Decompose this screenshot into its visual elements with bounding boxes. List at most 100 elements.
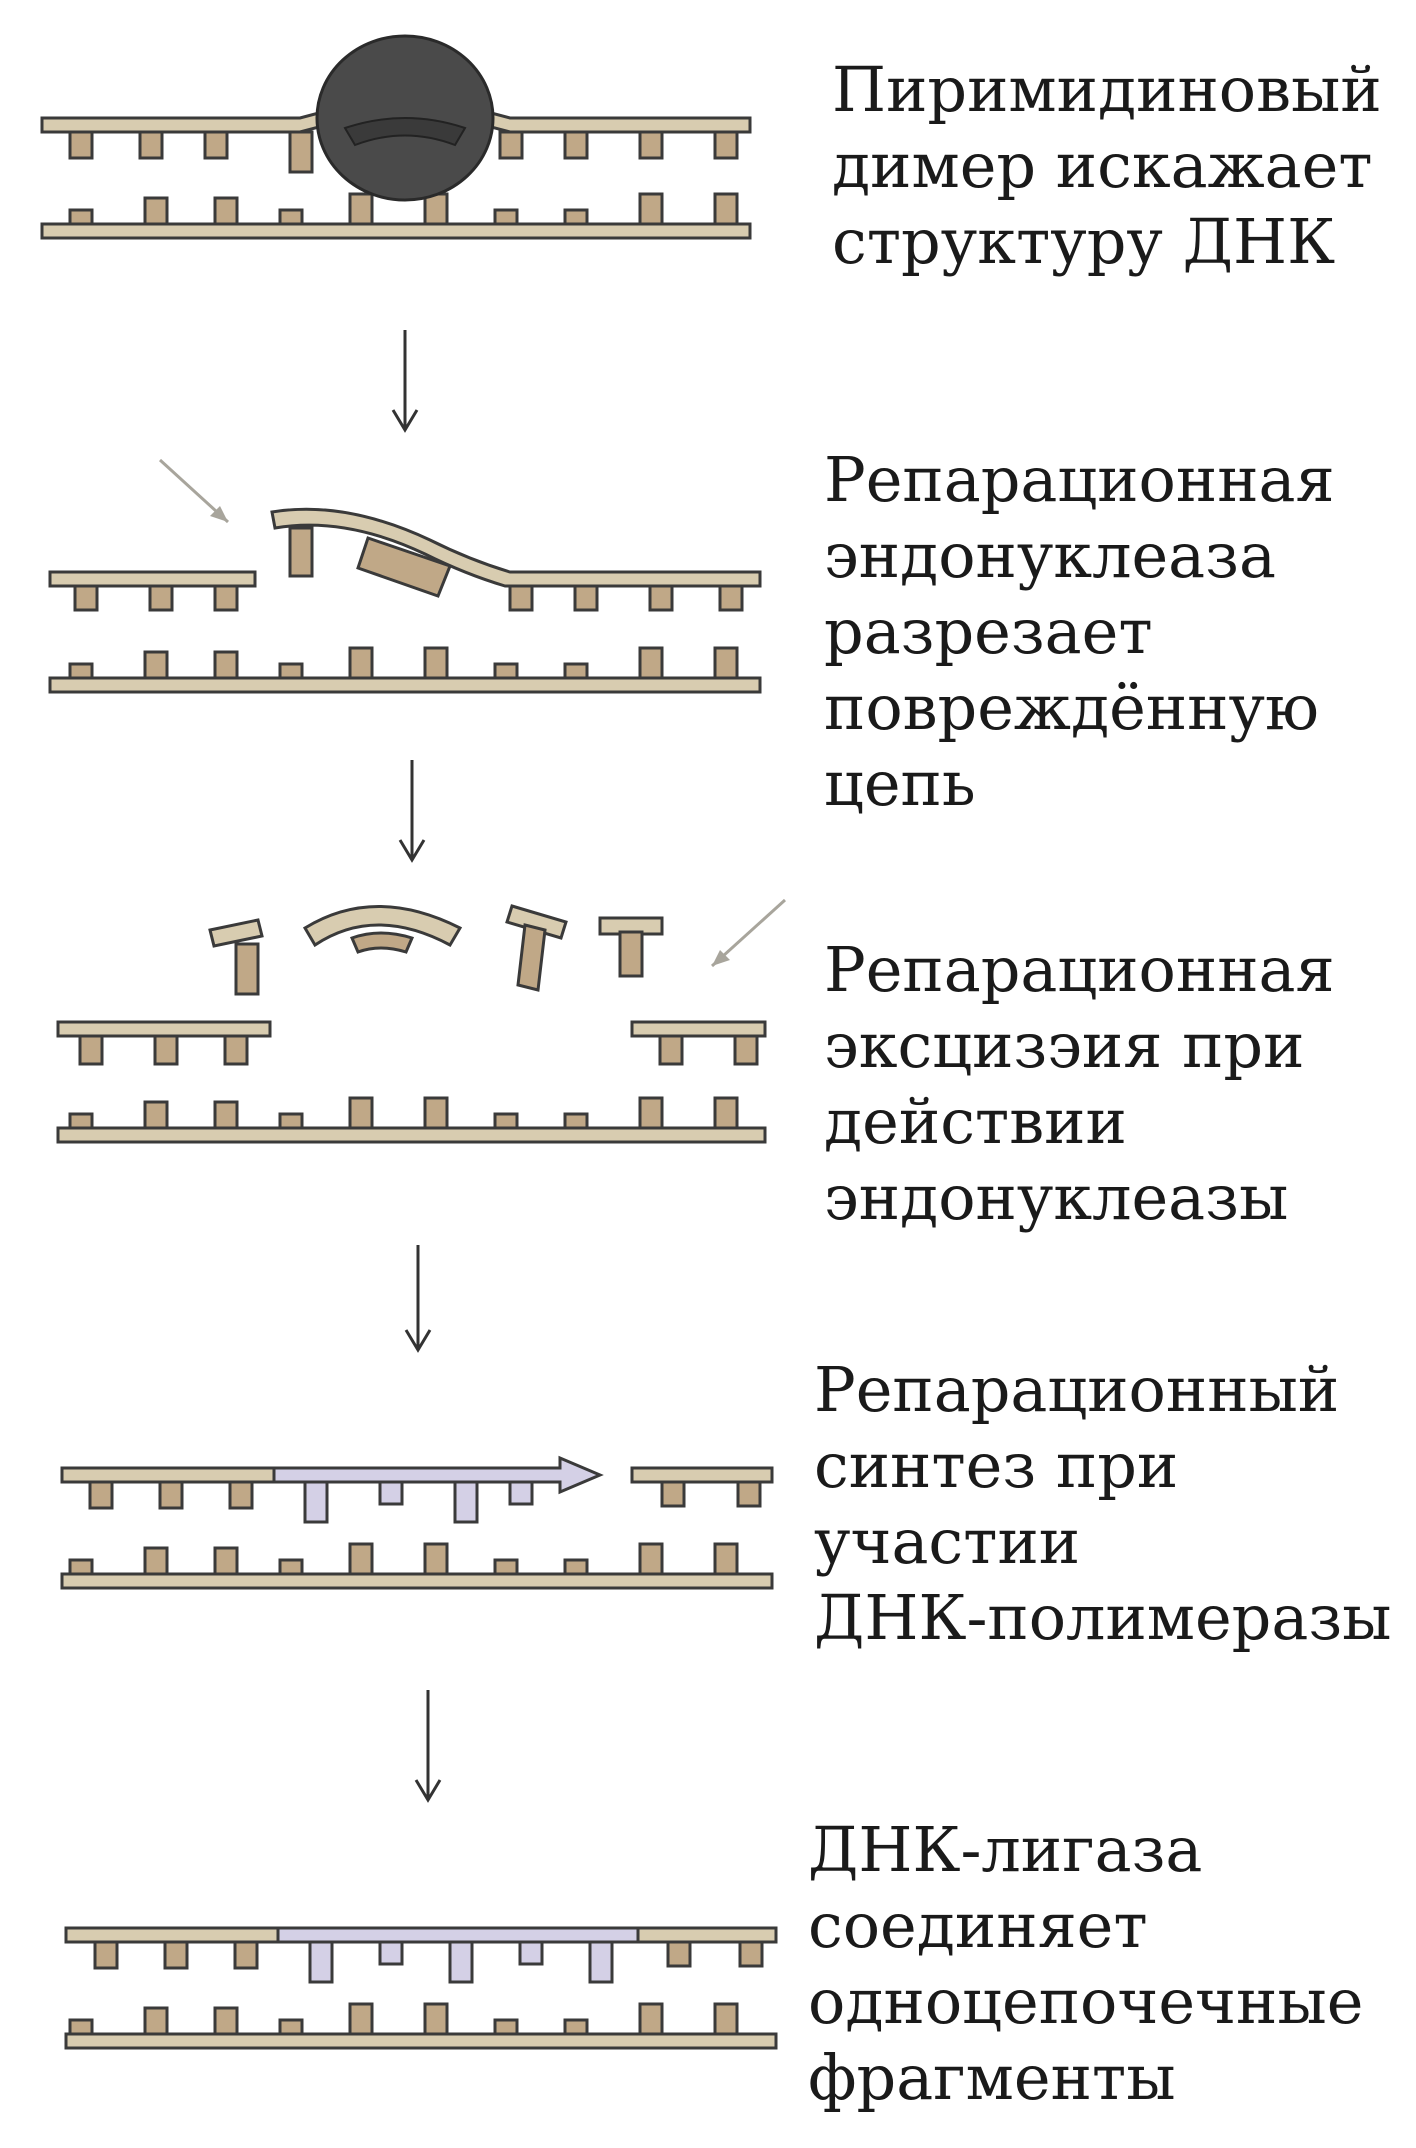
lower-base <box>565 1114 587 1128</box>
lower-backbone <box>58 1128 765 1142</box>
upper-base <box>660 1036 682 1064</box>
upper-backbone-left <box>62 1468 274 1482</box>
new-base <box>380 1482 402 1504</box>
lower-base <box>280 2020 302 2034</box>
upper-base <box>160 1482 182 1508</box>
lower-base <box>565 2020 587 2034</box>
caption-dimer: Пиримидиновый димер искажает структуру Д… <box>832 52 1416 280</box>
upper-base <box>510 586 532 610</box>
caption-line: ДНК-лигаза <box>808 1812 1408 1888</box>
dna-strands-layer <box>42 36 785 2048</box>
excised-fragment <box>210 920 262 946</box>
lower-base <box>70 2020 92 2034</box>
upper-base <box>740 1942 762 1966</box>
lower-base <box>280 664 302 678</box>
lower-backbone <box>62 1574 772 1588</box>
lower-base <box>215 2008 237 2034</box>
new-base <box>590 1942 612 1982</box>
caption-line: Репарационная <box>824 442 1416 518</box>
lower-base <box>715 2004 737 2034</box>
lower-base <box>145 1102 167 1128</box>
lower-base <box>145 198 167 224</box>
new-base <box>305 1482 327 1522</box>
lower-backbone <box>42 224 750 238</box>
upper-base <box>735 1036 757 1064</box>
upper-base <box>215 586 237 610</box>
upper-base <box>738 1482 760 1506</box>
lower-base <box>280 210 302 224</box>
upper-base <box>720 586 742 610</box>
caption-line: димер искажает <box>832 128 1416 204</box>
upper-base <box>575 586 597 610</box>
upper-base <box>290 132 312 172</box>
lower-base <box>640 648 662 678</box>
lower-base <box>215 652 237 678</box>
lower-base <box>280 1114 302 1128</box>
upper-base <box>155 1036 177 1064</box>
caption-line: Репарационный <box>814 1352 1414 1428</box>
upper-base <box>95 1942 117 1968</box>
upper-base <box>290 528 312 576</box>
new-base <box>380 1942 402 1964</box>
lower-base <box>640 194 662 224</box>
lower-base <box>215 1548 237 1574</box>
upper-base <box>715 132 737 158</box>
lower-base <box>215 1102 237 1128</box>
upper-base <box>650 586 672 610</box>
upper-base <box>662 1482 684 1506</box>
caption-line: действии <box>824 1084 1416 1160</box>
upper-base <box>70 132 92 158</box>
caption-line: синтез при <box>814 1428 1414 1504</box>
caption-incision: Репарационная эндонуклеаза разрезает пов… <box>824 442 1416 822</box>
lower-base <box>145 652 167 678</box>
lower-base <box>280 1560 302 1574</box>
caption-line: фрагменты <box>808 2040 1408 2116</box>
caption-line: Репарационная <box>824 932 1416 1008</box>
lower-base <box>425 2004 447 2034</box>
new-base <box>455 1482 477 1522</box>
lower-base <box>640 1098 662 1128</box>
new-base <box>510 1482 532 1504</box>
upper-base <box>90 1482 112 1508</box>
upper-backbone-ligated <box>278 1928 638 1942</box>
lower-base <box>495 1114 517 1128</box>
lower-base <box>70 1114 92 1128</box>
upper-base <box>80 1036 102 1064</box>
lower-base <box>70 664 92 678</box>
upper-base <box>668 1942 690 1966</box>
lower-base <box>350 1098 372 1128</box>
lower-base <box>715 1098 737 1128</box>
lower-base <box>565 1560 587 1574</box>
upper-base <box>75 586 97 610</box>
lower-base <box>715 194 737 224</box>
caption-ligation: ДНК-лигаза соединяет одноцепочечные фраг… <box>808 1812 1408 2116</box>
new-base <box>310 1942 332 1982</box>
upper-backbone-right <box>632 1468 772 1482</box>
upper-backbone-left <box>58 1022 270 1036</box>
upper-backbone-left <box>50 572 255 586</box>
lower-base <box>70 1560 92 1574</box>
lower-base <box>425 1098 447 1128</box>
lower-backbone <box>50 678 760 692</box>
caption-synthesis: Репарационный синтез при участии ДНК-пол… <box>814 1352 1414 1656</box>
lower-base <box>215 198 237 224</box>
lower-base <box>350 1544 372 1574</box>
caption-line: ДНК-полимеразы <box>814 1580 1414 1656</box>
caption-line: разрезает <box>824 594 1416 670</box>
lower-base <box>145 1548 167 1574</box>
caption-line: Пиримидиновый <box>832 52 1416 128</box>
lower-base <box>565 210 587 224</box>
new-base <box>450 1942 472 1982</box>
caption-excision: Репарационная эксцизэия при действии энд… <box>824 932 1416 1236</box>
upper-backbone-left <box>66 1928 278 1942</box>
upper-base <box>640 132 662 158</box>
excised-dimer <box>352 933 412 952</box>
lower-base <box>640 2004 662 2034</box>
upper-base <box>150 586 172 610</box>
caption-line: одноцепочечные <box>808 1964 1408 2040</box>
caption-line: эндонуклеазы <box>824 1160 1416 1236</box>
lower-base <box>640 1544 662 1574</box>
lower-base <box>350 2004 372 2034</box>
lower-base <box>425 648 447 678</box>
upper-base <box>230 1482 252 1508</box>
